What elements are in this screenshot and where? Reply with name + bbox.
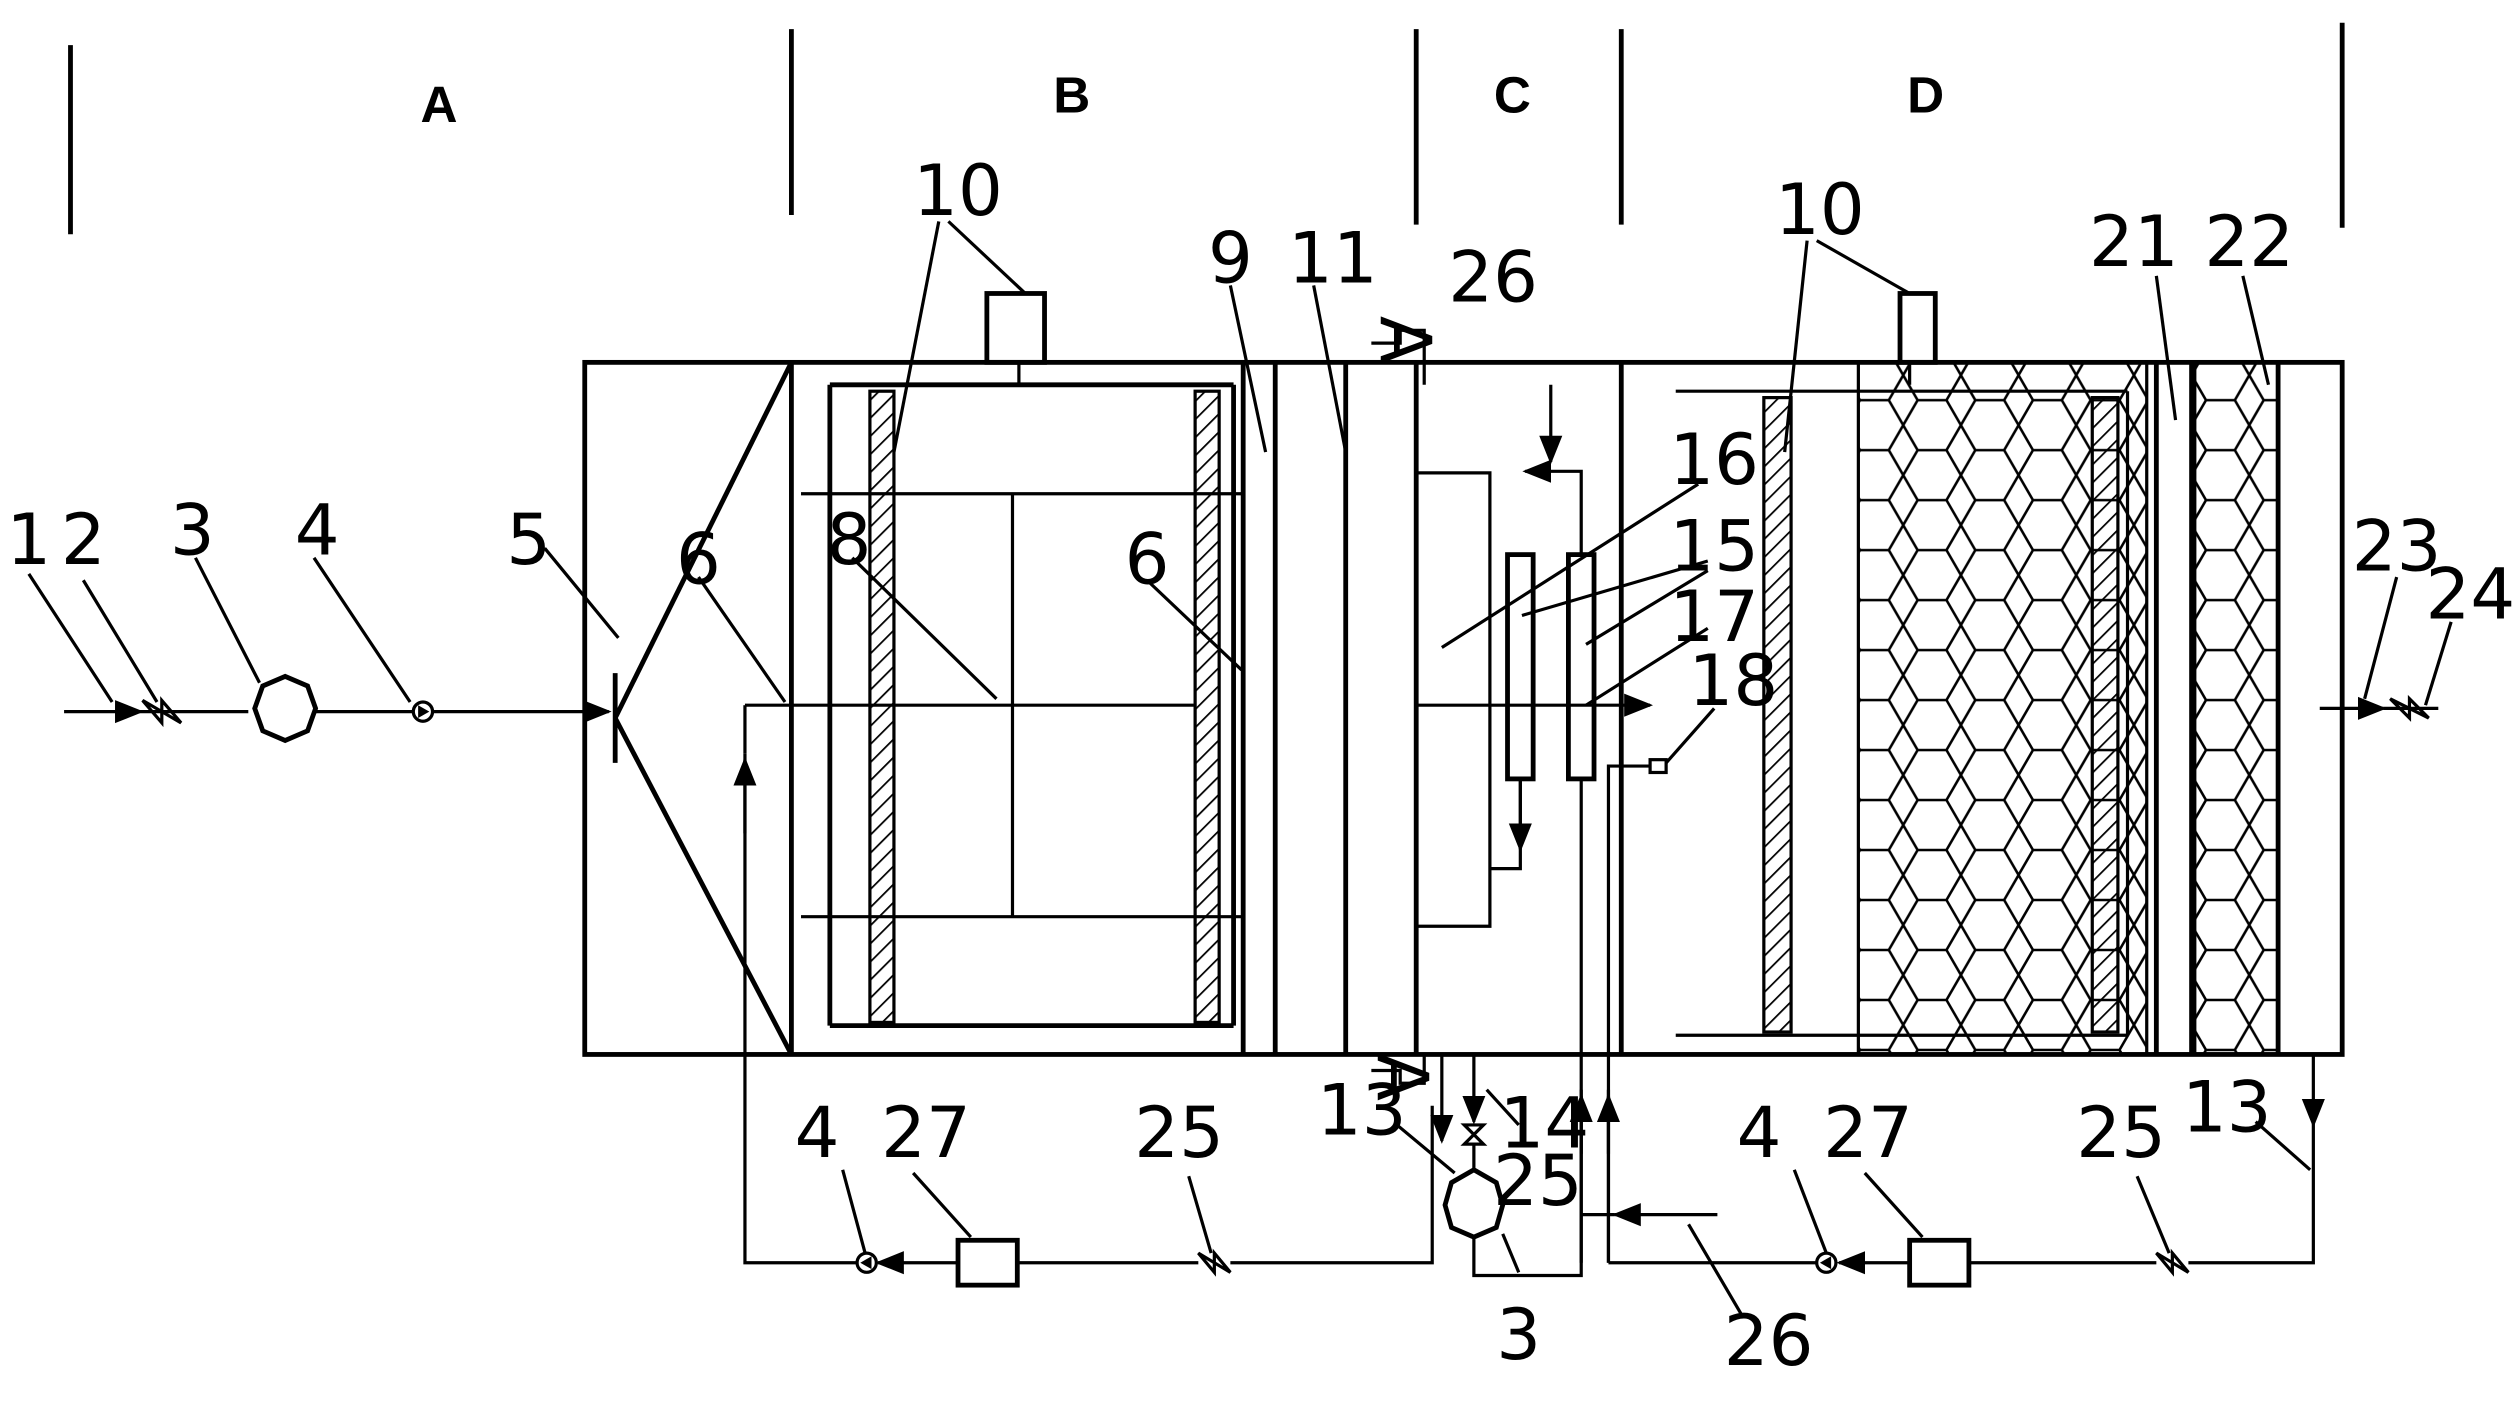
membrane-module-left bbox=[1505, 552, 1536, 782]
label-21: 21 bbox=[2089, 201, 2179, 283]
electrode-plate-right bbox=[1193, 389, 1221, 1025]
section-marks: A A bbox=[1361, 316, 1446, 1101]
recycle-line-right bbox=[1608, 1054, 2325, 1288]
zone-label-b: B bbox=[1053, 66, 1090, 123]
label-2: 2 bbox=[61, 499, 106, 581]
filter-27-left bbox=[955, 1237, 1020, 1288]
zone-d-reactor bbox=[1675, 360, 2281, 1057]
filter-27-right bbox=[1907, 1237, 1972, 1288]
label-25-center: 25 bbox=[1493, 1140, 1583, 1222]
label-5: 5 bbox=[506, 499, 551, 581]
label-26-top: 26 bbox=[1448, 236, 1538, 318]
label-27-right: 27 bbox=[1823, 1092, 1913, 1174]
power-terminal-d bbox=[1897, 291, 1938, 365]
label-24: 24 bbox=[2425, 554, 2512, 636]
label-13-right: 13 bbox=[2182, 1066, 2272, 1148]
label-1: 1 bbox=[6, 499, 51, 581]
label-9: 9 bbox=[1208, 217, 1253, 299]
packing-media-22 bbox=[2193, 360, 2280, 1057]
center-pump bbox=[1430, 1054, 1718, 1278]
electrode-plate-d-right bbox=[2090, 396, 2120, 1034]
power-terminal-b bbox=[984, 291, 1047, 365]
label-13-center: 13 bbox=[1317, 1070, 1407, 1152]
label-25-left: 25 bbox=[1134, 1092, 1224, 1174]
label-16: 16 bbox=[1669, 419, 1759, 501]
label-25-right: 25 bbox=[2076, 1092, 2166, 1174]
label-4: 4 bbox=[295, 490, 340, 572]
label-4-left: 4 bbox=[795, 1092, 840, 1174]
label-26-bottom: 26 bbox=[1724, 1300, 1814, 1382]
part-labels: 1 2 3 4 5 6 8 10 6 9 11 26 16 15 17 18 1… bbox=[6, 150, 2512, 1382]
valve-25-left-icon bbox=[1197, 1248, 1232, 1277]
label-6-left: 6 bbox=[676, 518, 721, 600]
valve-25-right-icon bbox=[2155, 1248, 2190, 1277]
label-6-right: 6 bbox=[1125, 518, 1170, 600]
label-10-d: 10 bbox=[1775, 169, 1865, 251]
label-8: 8 bbox=[827, 499, 872, 581]
inlet-line bbox=[64, 673, 612, 744]
pump-3-icon bbox=[252, 673, 319, 744]
label-3-center: 3 bbox=[1496, 1294, 1541, 1376]
label-23: 23 bbox=[2352, 506, 2442, 588]
label-3: 3 bbox=[170, 490, 215, 572]
recycle-line-left bbox=[733, 705, 1434, 1288]
outlet-line bbox=[2319, 694, 2439, 722]
label-15: 15 bbox=[1669, 506, 1759, 588]
leader-lines bbox=[27, 220, 2453, 1318]
zone-b-reactor bbox=[744, 362, 1349, 1055]
label-14: 14 bbox=[1500, 1082, 1590, 1164]
sensor-18 bbox=[1648, 758, 1668, 775]
label-4-right: 4 bbox=[1737, 1092, 1782, 1174]
valve-25-center-icon bbox=[1460, 1123, 1488, 1146]
label-17: 17 bbox=[1669, 576, 1759, 658]
electrode-plate-d-left bbox=[1762, 396, 1793, 1034]
zone-label-d: D bbox=[1907, 66, 1944, 123]
valve-2-icon bbox=[141, 696, 183, 728]
label-11: 11 bbox=[1288, 217, 1378, 299]
label-27-left: 27 bbox=[881, 1092, 971, 1174]
label-18: 18 bbox=[1689, 640, 1779, 722]
pump-3-center-icon bbox=[1442, 1167, 1506, 1240]
section-mark-top: A bbox=[1364, 316, 1446, 364]
electrode-plate-left bbox=[868, 389, 896, 1025]
zone-label-c: C bbox=[1494, 66, 1531, 123]
label-22: 22 bbox=[2204, 201, 2294, 283]
label-10-b: 10 bbox=[913, 150, 1003, 232]
zone-label-a: A bbox=[420, 76, 457, 133]
membrane-module-right bbox=[1565, 552, 1597, 782]
section-mark-bottom: A bbox=[1361, 1053, 1443, 1101]
zone-c-internals bbox=[1416, 384, 1668, 1263]
valve-24-icon bbox=[2389, 694, 2430, 722]
zone-header: A B C D bbox=[68, 22, 2345, 235]
inlet-funnel bbox=[612, 361, 794, 1056]
